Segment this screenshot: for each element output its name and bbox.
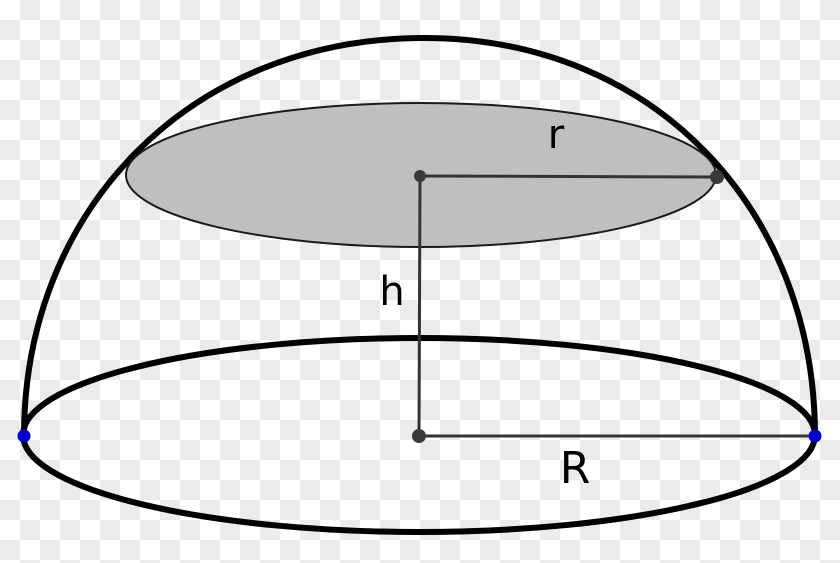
cap-radius-dimension-line bbox=[419, 174, 718, 179]
base-rim-right-point bbox=[808, 429, 822, 443]
cap-center-point bbox=[414, 170, 426, 182]
height-dimension-line bbox=[417, 175, 422, 437]
base-rim-left-point bbox=[17, 429, 31, 443]
base-center-point bbox=[412, 429, 426, 443]
cap-radius-label: r bbox=[548, 112, 565, 158]
dome-outline-group bbox=[21, 34, 818, 439]
sphere-radius-label: R bbox=[560, 443, 591, 494]
cap-rim-right-point bbox=[710, 170, 724, 184]
height-label: h bbox=[379, 269, 404, 315]
dome-silhouette-path bbox=[21, 34, 818, 439]
